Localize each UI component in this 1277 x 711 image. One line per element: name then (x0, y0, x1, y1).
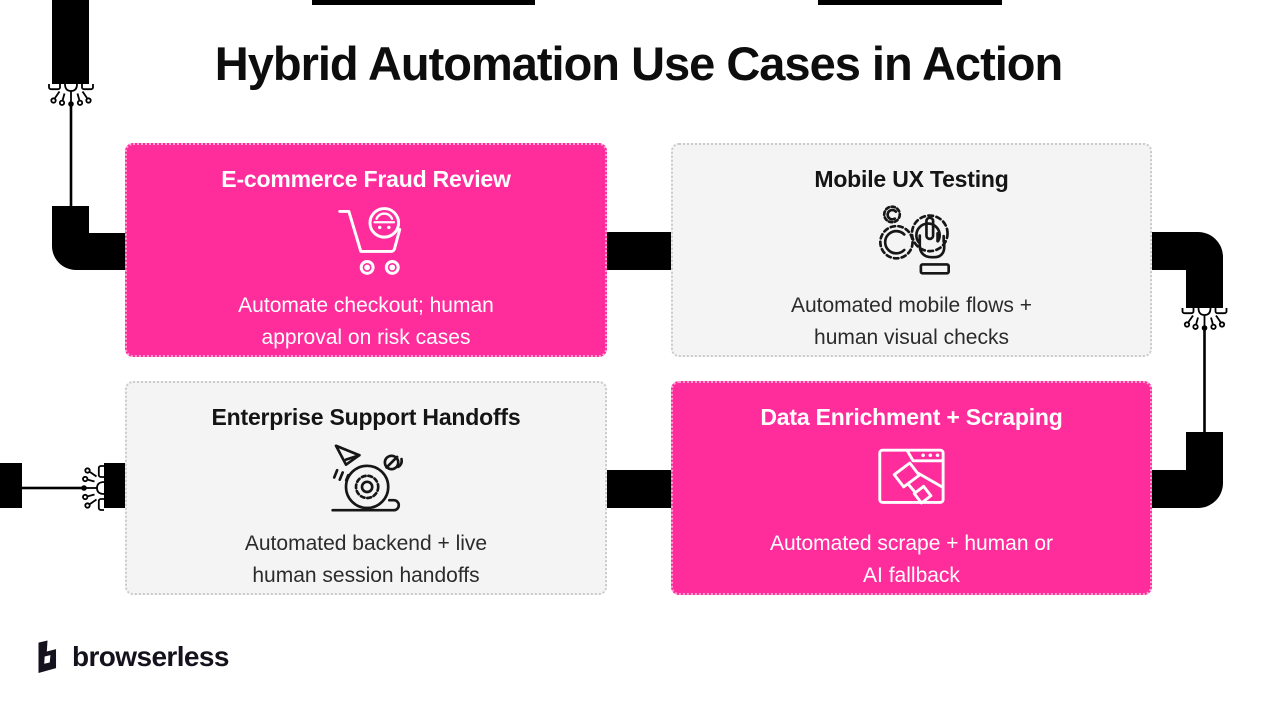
pipe-elbow-from-card2 (1151, 232, 1223, 308)
top-edge-pipe-segment (818, 0, 1002, 5)
card-mobile-ux-testing: Mobile UX Testing Automated mobile flows… (671, 143, 1152, 357)
paper-plane-gear-loop-icon (324, 438, 408, 519)
card-enterprise-support-handoffs: Enterprise Support Handoffs Automated ba… (125, 381, 607, 595)
pipe-stub-to-card3 (104, 463, 126, 508)
pipe-card1-card2 (604, 232, 673, 270)
pipe-card3-card4 (604, 470, 673, 508)
browserless-logo-icon (38, 640, 57, 673)
circuit-chip-icon (1181, 307, 1228, 332)
circuit-chip-icon (80, 465, 105, 511)
browser-scraper-icon (870, 438, 954, 519)
pipe-thin-wire (69, 102, 73, 206)
brand-name: browserless (72, 641, 229, 672)
top-edge-pipe-segment (312, 0, 535, 5)
card-title: Mobile UX Testing (814, 166, 1009, 192)
card-data-enrichment-scraping: Data Enrichment + Scraping Automated scr… (671, 381, 1152, 595)
card-ecommerce-fraud-review: E-commerce Fraud Review Automate checkou… (125, 143, 607, 357)
card-title: E-commerce Fraud Review (221, 166, 511, 192)
cart-burglar-icon (324, 200, 408, 281)
pipe-thin-wire (1203, 326, 1206, 432)
page-title: Hybrid Automation Use Cases in Action (214, 37, 1063, 90)
pipe-elbow-to-card1 (52, 206, 125, 270)
card-description: Automated mobile flows +human visual che… (790, 293, 1033, 350)
card-title: Enterprise Support Handoffs (211, 404, 521, 430)
brand-logo: browserless (33, 640, 229, 674)
card-title: Data Enrichment + Scraping (760, 404, 1063, 430)
gears-tap-finger-icon (870, 200, 954, 281)
pipe-elbow-to-card4 (1151, 432, 1223, 508)
pipe-left-edge (0, 463, 22, 508)
pipe-thin-wire (22, 486, 86, 490)
